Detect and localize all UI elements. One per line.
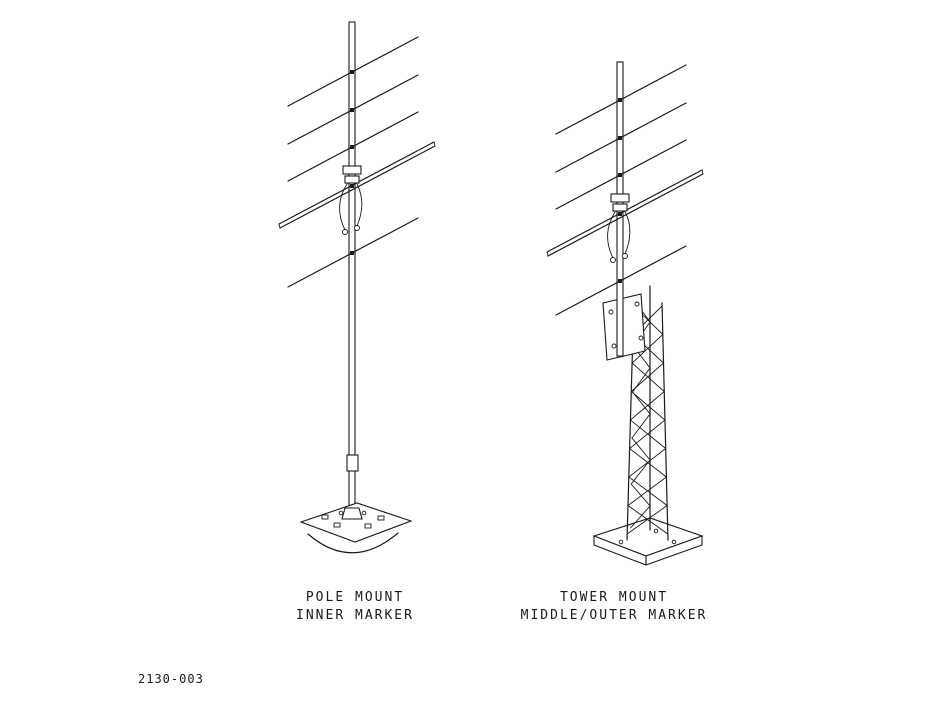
- clamp: [618, 212, 622, 216]
- figure-number: 2130-003: [138, 672, 204, 686]
- clamp: [618, 136, 622, 140]
- driven-element: [279, 145, 436, 229]
- anchor-bolt: [653, 528, 659, 534]
- tower-antenna-elements: [546, 64, 704, 316]
- clamp: [618, 98, 622, 102]
- feed-cable: [624, 211, 631, 255]
- bolt-hole: [338, 510, 344, 516]
- tower-bracing-front: [626, 305, 668, 535]
- tower-feed-assembly: [607, 193, 631, 263]
- feed-cable: [339, 183, 348, 231]
- mast-flange: [341, 507, 363, 520]
- plate-hole: [638, 335, 644, 341]
- pole-mount-caption-line2: INNER MARKER: [296, 608, 414, 623]
- cable-loop: [622, 253, 628, 259]
- tower-base-slab: [592, 517, 704, 566]
- plate-hole: [608, 309, 614, 315]
- feed-cable: [607, 211, 616, 259]
- feed-cable: [356, 183, 363, 227]
- bolt-hole: [361, 510, 367, 516]
- pole-mast: [348, 21, 356, 519]
- cable-loop: [354, 225, 360, 231]
- clamp: [350, 251, 354, 255]
- clamp: [350, 145, 354, 149]
- plate-hole: [611, 343, 617, 349]
- feed-clamp: [342, 165, 362, 175]
- tower-mount-caption-line1: TOWER MOUNT: [559, 590, 669, 605]
- cable-loop: [610, 257, 616, 263]
- clamp: [618, 173, 622, 177]
- pole-feed-assembly: [339, 165, 363, 235]
- anchor-bolt: [671, 539, 677, 545]
- clamp: [350, 184, 354, 188]
- pole-mount-drawing: [278, 21, 436, 554]
- balun-housing: [344, 175, 360, 184]
- pole-base-plate: [299, 502, 413, 543]
- pole-base-dome: [307, 532, 399, 554]
- bolt: [321, 514, 329, 520]
- element-end-cap: [278, 223, 281, 229]
- slab-right-face: [645, 535, 703, 566]
- mount-plate: [602, 293, 646, 361]
- clamp: [618, 279, 622, 283]
- tower-mount-drawing: [546, 61, 704, 566]
- clamp: [350, 70, 354, 74]
- balun-housing: [612, 203, 628, 212]
- plate-hole: [634, 301, 640, 307]
- clamp: [350, 108, 354, 112]
- bolt: [333, 522, 341, 528]
- element-end-cap: [546, 251, 549, 257]
- anchor-bolt: [618, 539, 624, 545]
- element-end-cap: [701, 169, 704, 175]
- tower-mount-plate: [602, 293, 646, 361]
- tower-mount-caption-line2: MIDDLE/OUTER MARKER: [520, 608, 708, 623]
- driven-element: [547, 173, 704, 257]
- pole-element-clamps: [350, 70, 354, 255]
- element-end-cap: [433, 141, 436, 147]
- bolt: [364, 523, 372, 529]
- pole-antenna-elements: [278, 36, 436, 288]
- mast-coupler: [346, 454, 359, 472]
- bolt: [377, 515, 385, 521]
- pole-mount-caption-line1: POLE MOUNT: [305, 590, 405, 605]
- feed-clamp: [610, 193, 630, 203]
- pole-base-hardware: [321, 510, 385, 529]
- cable-loop: [342, 229, 348, 235]
- tower-leg-front-right: [661, 302, 669, 541]
- tower-element-clamps: [618, 98, 622, 283]
